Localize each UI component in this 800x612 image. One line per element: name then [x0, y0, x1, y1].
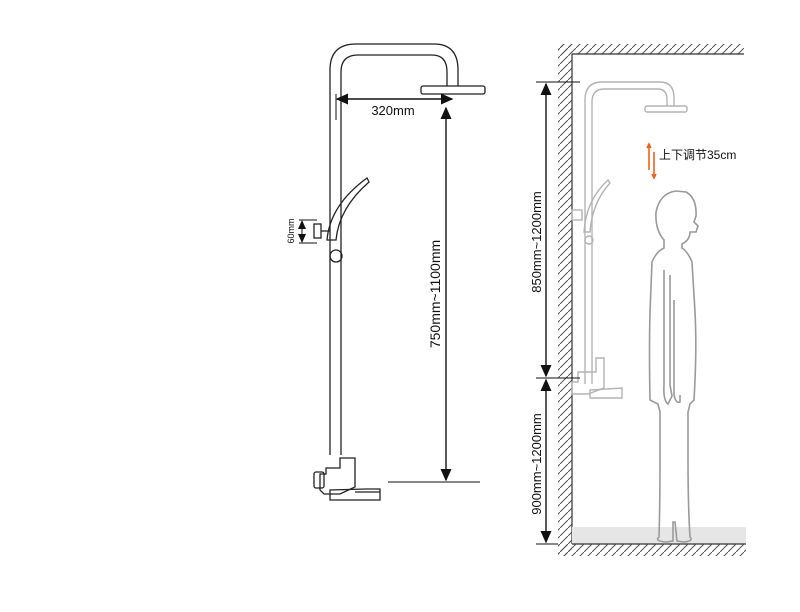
- tub-spout: [329, 488, 381, 501]
- height-label: 750mm~1100mm: [427, 240, 443, 348]
- bracket-label: 60mm: [286, 218, 296, 243]
- hand-shower: [326, 177, 370, 241]
- wall-bracket: [313, 223, 322, 239]
- lower-dimension-label: 900mm~1200mm: [529, 413, 544, 515]
- height-dimension: 750mm~1100mm: [388, 106, 480, 483]
- bracket-dimension: 60mm: [286, 218, 317, 244]
- shower-head: [420, 85, 486, 95]
- adjust-arrows-icon: [646, 142, 657, 180]
- width-dimension: 320mm: [335, 93, 454, 120]
- ceiling: [558, 44, 744, 54]
- riser-pipe: [329, 43, 459, 455]
- width-label: 320mm: [371, 103, 414, 118]
- right-dimensions: 850mm~1200mm 900mm~1200mm: [529, 81, 580, 545]
- wall: [558, 44, 572, 556]
- upper-dimension-label: 850mm~1200mm: [529, 191, 544, 293]
- left-shower-fixture: [313, 43, 486, 501]
- adjust-label: 上下调节35cm: [659, 148, 736, 162]
- right-shower-fixture: [571, 81, 688, 399]
- slide-holder: [329, 249, 343, 263]
- person-silhouette: [648, 190, 699, 543]
- mixer-valve: [319, 457, 356, 495]
